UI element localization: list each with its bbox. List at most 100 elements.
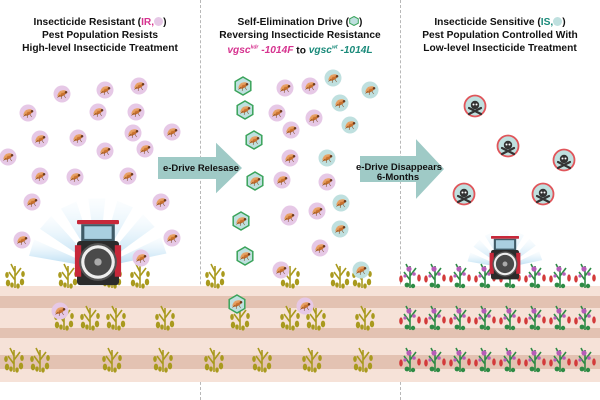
crop-plant-icon bbox=[329, 263, 351, 290]
resistant-pest bbox=[127, 103, 145, 121]
gene-conversion: vgsckdr -1014F to vgscwt -1014L bbox=[200, 42, 400, 57]
resistant-pest bbox=[136, 140, 154, 158]
sensitive-pest bbox=[331, 94, 349, 112]
title-line: Pest Population Resists bbox=[41, 30, 159, 41]
abbr-comma: , bbox=[550, 17, 554, 28]
crossbones-icon bbox=[500, 146, 516, 156]
sensitive-pest bbox=[324, 69, 342, 87]
crop-plant-icon bbox=[204, 263, 226, 290]
drive-carrier-pest bbox=[232, 211, 250, 231]
crossbones-icon bbox=[556, 160, 572, 170]
soil-furrow bbox=[400, 296, 600, 308]
skull-icon bbox=[503, 140, 513, 150]
resistant-pest bbox=[301, 77, 319, 95]
resistant-pest bbox=[272, 261, 290, 279]
process-arrow bbox=[360, 139, 444, 199]
resistant-pest bbox=[296, 297, 314, 315]
panel-divider bbox=[400, 0, 401, 400]
resistant-pest bbox=[89, 103, 107, 121]
resistant-pest bbox=[124, 124, 142, 142]
crop-plant-icon bbox=[573, 263, 597, 290]
skull-icon bbox=[470, 100, 480, 110]
crop-plant-icon bbox=[4, 263, 26, 290]
resistant-pest bbox=[69, 129, 87, 147]
skull-eye bbox=[564, 157, 567, 160]
gene-to: vgscwt -1014L bbox=[309, 45, 373, 56]
resistant-pest bbox=[305, 109, 323, 127]
crossbones-icon bbox=[535, 194, 551, 204]
gene-from-allele: kdr bbox=[250, 45, 259, 51]
skull-eye bbox=[508, 143, 511, 146]
crop-plant-icon bbox=[448, 263, 472, 290]
panel-resistant-title: Insecticide Resistant (IR,) Pest Populat… bbox=[0, 16, 200, 55]
dead-pest bbox=[552, 148, 576, 172]
gene-to-allele: wt bbox=[331, 45, 338, 51]
resistant-pest bbox=[53, 85, 71, 103]
abbr-comma: , bbox=[151, 17, 155, 28]
soil-furrow bbox=[400, 328, 600, 338]
title-line: Reversing Insecticide Resistance bbox=[219, 30, 381, 41]
title-line: Low-level Insecticide Treatment bbox=[423, 43, 577, 54]
arrow-label-line: e-Drive Disappears bbox=[356, 162, 443, 173]
skull-icon bbox=[459, 188, 469, 198]
is-abbr: IS bbox=[540, 17, 551, 28]
sensitive-legend-icon bbox=[553, 17, 563, 26]
panel-sensitive-title: Insecticide Sensitive (IS,) Pest Populat… bbox=[400, 16, 600, 55]
soil-furrow bbox=[0, 355, 200, 369]
skull-icon bbox=[538, 188, 548, 198]
soil-furrow bbox=[0, 328, 200, 338]
resistant-pest bbox=[23, 193, 41, 211]
arrow-label-line: 6-Months bbox=[376, 172, 420, 183]
resistant-pest bbox=[268, 104, 286, 122]
resistant-legend-icon bbox=[154, 17, 164, 26]
resistant-pest bbox=[163, 123, 181, 141]
drive-carrier-pest bbox=[246, 171, 264, 191]
sensitive-pest bbox=[352, 261, 370, 279]
close-paren: ) bbox=[359, 17, 363, 28]
dead-pest bbox=[531, 182, 555, 206]
title-line: Pest Population Controlled With bbox=[422, 30, 578, 41]
sensitive-pest bbox=[341, 116, 359, 134]
dead-pest bbox=[496, 134, 520, 158]
title-line: High-level Insecticide Treatment bbox=[22, 43, 178, 54]
ir-abbr: IR bbox=[141, 17, 152, 28]
process-arrow bbox=[158, 142, 242, 194]
resistant-pest bbox=[66, 168, 84, 186]
soil-furrow bbox=[200, 328, 400, 338]
drive-carrier-pest bbox=[245, 130, 263, 150]
sensitive-pest bbox=[332, 194, 350, 212]
gene-to-mutation: -1014L bbox=[337, 45, 373, 57]
skull-icon bbox=[559, 154, 569, 164]
gene-to-word: to bbox=[293, 45, 309, 57]
resistant-pest bbox=[276, 79, 294, 97]
soil-furrow bbox=[0, 296, 200, 308]
resistant-pest bbox=[96, 142, 114, 160]
panel-drive: Self-Elimination Drive () Reversing Inse… bbox=[200, 0, 400, 400]
resistant-pest bbox=[152, 193, 170, 211]
drive-carrier-pest bbox=[236, 246, 254, 266]
resistant-pest bbox=[281, 149, 299, 167]
drive-carrier-pest bbox=[228, 294, 246, 314]
resistant-pest bbox=[280, 208, 298, 226]
panel-drive-title: Self-Elimination Drive () Reversing Inse… bbox=[200, 16, 400, 57]
title-line: Insecticide Sensitive ( bbox=[434, 17, 541, 28]
skull-eye bbox=[540, 191, 543, 194]
resistant-pest bbox=[31, 130, 49, 148]
title-line: Self-Elimination Drive ( bbox=[237, 17, 350, 28]
resistant-pest bbox=[308, 202, 326, 220]
resistant-pest bbox=[13, 231, 31, 249]
drive-carrier-pest bbox=[236, 100, 254, 120]
gene-from-mutation: -1014F bbox=[258, 45, 294, 57]
crop-plant-icon bbox=[523, 263, 547, 290]
gene-from-base: vgsc bbox=[227, 45, 251, 57]
title-line: Insecticide Resistant ( bbox=[33, 17, 142, 28]
skull-eye bbox=[561, 157, 564, 160]
crop-plant-icon bbox=[57, 263, 79, 290]
resistant-pest bbox=[130, 77, 148, 95]
skull-eye bbox=[475, 103, 478, 106]
resistant-pest bbox=[119, 167, 137, 185]
crossbones-icon bbox=[467, 106, 483, 116]
skull-eye bbox=[505, 143, 508, 146]
